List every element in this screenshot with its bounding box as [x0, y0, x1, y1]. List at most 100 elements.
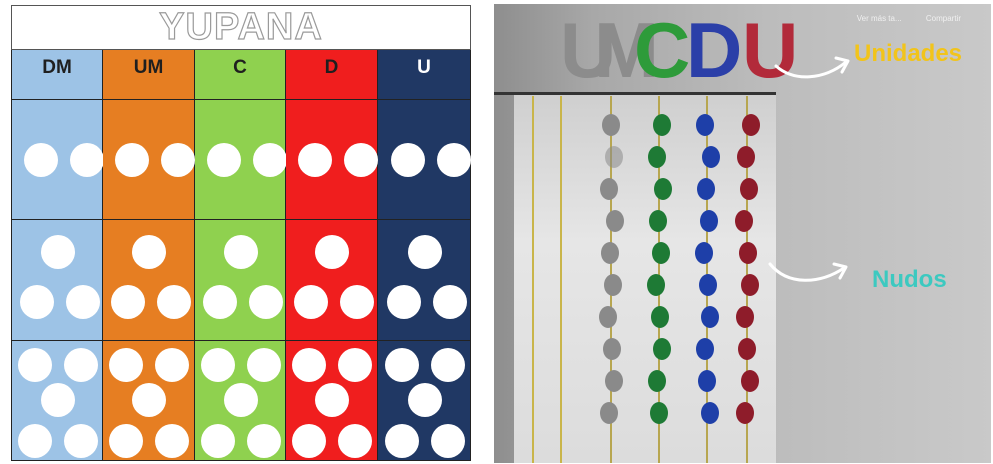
counter-dot	[315, 383, 349, 417]
knot	[599, 306, 617, 328]
arrow-unidades-icon	[772, 42, 857, 87]
more-link[interactable]: Ver más ta...	[857, 14, 902, 23]
yupana-cell	[12, 220, 102, 341]
knot	[739, 242, 757, 264]
knot	[652, 242, 670, 264]
column-c: C	[195, 50, 286, 461]
counter-dot	[338, 424, 372, 458]
knot	[650, 402, 668, 424]
counter-dot	[41, 383, 75, 417]
counter-dot	[20, 285, 54, 319]
yupana-cell	[103, 220, 194, 341]
counter-dot	[132, 235, 166, 269]
counter-dot	[431, 348, 465, 382]
yupana-cell	[195, 220, 285, 341]
arrow-nudos-icon	[766, 254, 856, 294]
column-header: U	[378, 50, 470, 100]
counter-dot	[203, 285, 237, 319]
yupana-cell	[378, 220, 470, 341]
counter-dot	[201, 424, 235, 458]
yupana-title: YUPANA	[11, 5, 471, 50]
knot	[736, 402, 754, 424]
knot	[648, 146, 666, 168]
video-overlay-menu[interactable]: Ver más ta... Compartir	[835, 14, 961, 23]
counter-dot	[385, 348, 419, 382]
knot	[696, 338, 714, 360]
yupana-cell	[286, 341, 377, 461]
knot	[702, 146, 720, 168]
label-unidades: Unidades	[854, 40, 962, 68]
knot	[602, 114, 620, 136]
knot	[601, 242, 619, 264]
counter-dot	[70, 143, 104, 177]
counter-dot	[338, 348, 372, 382]
counter-dot	[408, 383, 442, 417]
counter-dot	[294, 285, 328, 319]
counter-dot	[111, 285, 145, 319]
knot	[647, 274, 665, 296]
counter-dot	[18, 348, 52, 382]
counter-dot	[201, 348, 235, 382]
counter-dot	[161, 143, 195, 177]
knot	[648, 370, 666, 392]
label-nudos: Nudos	[872, 266, 947, 294]
yupana-cell	[103, 100, 194, 220]
counter-dot	[18, 424, 52, 458]
knot	[701, 402, 719, 424]
knot	[740, 178, 758, 200]
counter-dot	[408, 235, 442, 269]
column-um: UM	[103, 50, 195, 461]
knot	[699, 274, 717, 296]
yupana-cell	[378, 100, 470, 220]
knot	[695, 242, 713, 264]
yupana-cell	[378, 341, 470, 461]
column-header: UM	[103, 50, 194, 100]
banner-letter: C	[634, 10, 690, 90]
knot	[698, 370, 716, 392]
knot	[696, 114, 714, 136]
counter-dot	[292, 348, 326, 382]
counter-dot	[64, 424, 98, 458]
knot	[701, 306, 719, 328]
counter-dot	[109, 424, 143, 458]
counter-dot	[207, 143, 241, 177]
counter-dot	[132, 383, 166, 417]
yupana-cell	[12, 100, 102, 220]
yarn-string	[532, 96, 534, 463]
knot	[653, 338, 671, 360]
counter-dot	[298, 143, 332, 177]
counter-dot	[247, 424, 281, 458]
knot	[653, 114, 671, 136]
yupana-cell	[103, 341, 194, 461]
knot	[735, 210, 753, 232]
counter-dot	[249, 285, 283, 319]
knot	[604, 274, 622, 296]
counter-dot	[385, 424, 419, 458]
yarn-string	[560, 96, 562, 463]
knot	[742, 114, 760, 136]
counter-dot	[253, 143, 287, 177]
counter-dot	[292, 424, 326, 458]
yupana-cell	[195, 341, 285, 461]
counter-dot	[431, 424, 465, 458]
yupana-cell	[286, 100, 377, 220]
column-header: C	[195, 50, 285, 100]
column-dm: DM	[12, 50, 103, 461]
column-d: D	[286, 50, 378, 461]
counter-dot	[155, 348, 189, 382]
counter-dot	[24, 143, 58, 177]
counter-dot	[315, 235, 349, 269]
counter-dot	[224, 235, 258, 269]
knot	[697, 178, 715, 200]
knot	[603, 338, 621, 360]
share-link[interactable]: Compartir	[926, 14, 961, 23]
knot	[600, 178, 618, 200]
knot	[600, 402, 618, 424]
counter-dot	[115, 143, 149, 177]
quipu-rod	[494, 92, 776, 95]
knot	[700, 210, 718, 232]
column-header: DM	[12, 50, 102, 100]
